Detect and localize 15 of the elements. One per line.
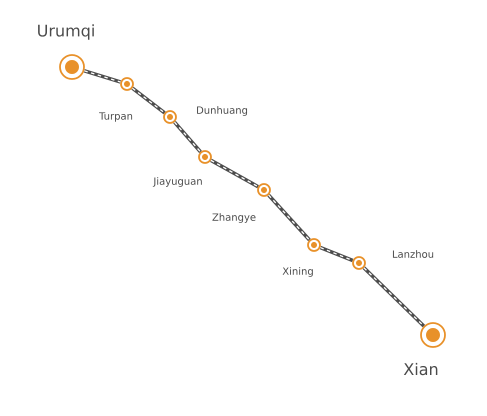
railway-line [320,246,354,262]
railway-line [131,86,166,114]
station-name: Jiayuguan [152,177,202,187]
railway-line [210,158,259,188]
station-name: Xining [282,267,313,277]
railway-line [173,121,202,153]
station-name: Xian [404,362,438,376]
station-name: Urumqi [38,24,94,40]
railway-line [84,69,121,84]
station-name: Turpan [99,112,132,122]
station-name: Lanzhou [392,250,434,258]
station-name: Dunhuang [197,106,248,116]
railway-line [267,194,311,242]
station-name: Zhangye [212,213,256,223]
railway-line [362,266,426,328]
